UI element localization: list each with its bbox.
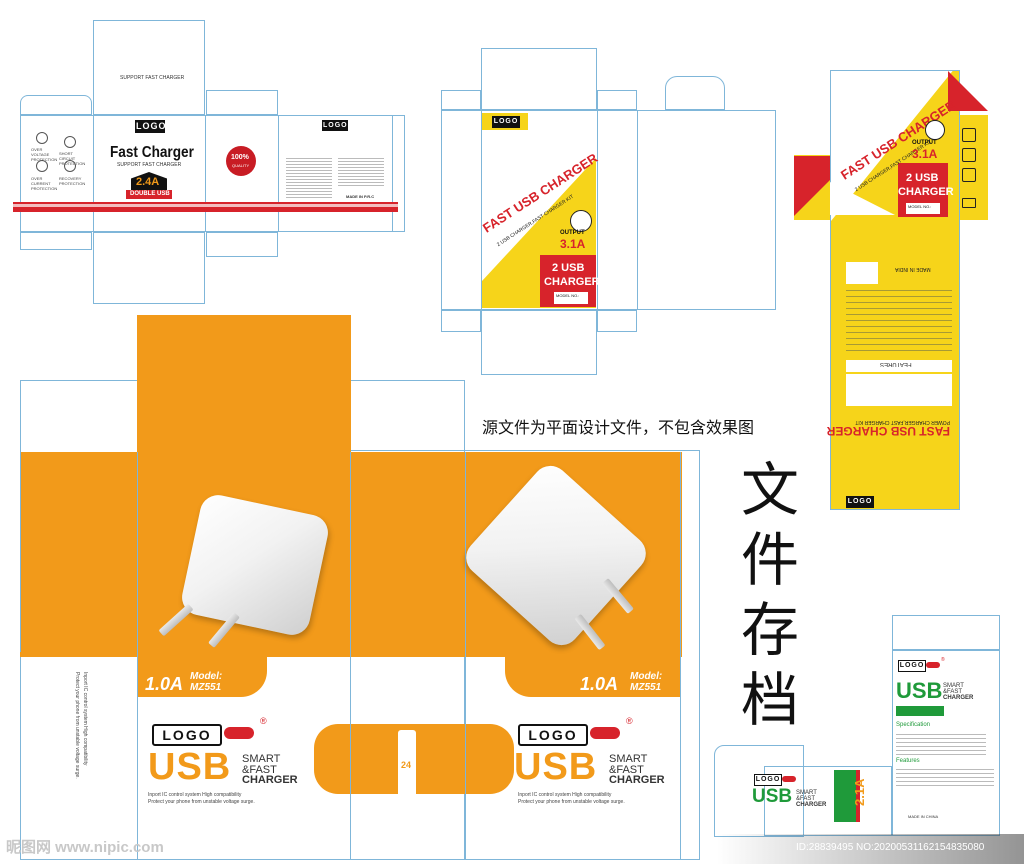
red-stripe — [13, 202, 398, 212]
box4-badge: 24 — [401, 760, 412, 770]
box1-badge: 100% — [231, 154, 249, 161]
box3-bottom-title: FAST USB CHARGER — [826, 424, 950, 438]
box4-model-label-2: Model: — [630, 671, 663, 682]
recovery-icon — [64, 160, 76, 172]
box1-feature-1: OVER VOLTAGE PROTECTION — [31, 147, 58, 162]
caption-text: 源文件为平面设计文件，不包含效果图 — [482, 418, 755, 437]
battery-icon — [962, 198, 976, 208]
box4-model-no-2: MZ551 — [630, 682, 662, 693]
box1-ribbon: DOUBLE USB — [130, 191, 170, 197]
box1-logo: LOGO — [135, 120, 167, 133]
box4-model-no: MZ551 — [190, 682, 222, 693]
box1-title: Fast Charger — [110, 144, 194, 161]
box5-specification: Specification — [896, 722, 931, 728]
box4-charger-2: CHARGER — [609, 774, 665, 786]
box1-feature-4: RECOVERY PROTECTION — [59, 176, 86, 186]
box4-top-flap — [137, 315, 351, 455]
box2-usb-line1: 2 USB — [552, 262, 585, 274]
box4-desc2-2: Protect your phone from unstable voltage… — [518, 799, 625, 805]
box1-body-text-b — [338, 156, 384, 186]
box3-output-label: OUTPUT — [912, 140, 937, 146]
box4-side-desc2: Protect your phone from unstable voltage… — [74, 672, 80, 779]
box2-logo: LOGO — [492, 116, 520, 128]
spec-icon-3 — [962, 168, 976, 182]
box3-model-label: MODEL NO.: — [908, 204, 932, 209]
battery-pill-icon-2 — [590, 727, 620, 739]
box5-front-smart: SMART — [796, 790, 817, 796]
box4-smart-2: SMART — [609, 753, 648, 765]
box1-support-text: SUPPORT FAST CHARGER — [120, 75, 185, 81]
box3-logo: LOGO — [846, 496, 874, 508]
box5-front-charger: CHARGER — [796, 802, 827, 808]
side-icons-strip — [398, 730, 416, 800]
box5-charger: CHARGER — [943, 695, 974, 701]
charger-plug-image-1 — [178, 491, 332, 639]
box4-amp: 1.0A — [145, 674, 184, 694]
box5-features: Features — [896, 758, 920, 764]
box4-desc1-2: Inport IC control system High compatibil… — [518, 792, 612, 798]
box2-output-label: OUTPUT — [560, 230, 585, 236]
box3-output-value: 3.1A — [912, 147, 938, 161]
box5-usb: USB — [896, 678, 943, 703]
box3-bottom-sub: POWER CHARGER,FAST CHARGER KIT — [855, 419, 950, 425]
box4-desc2: Protect your phone from unstable voltage… — [148, 799, 255, 805]
box1-amp: 2.4A — [136, 176, 160, 188]
box5-smart: SMART — [943, 683, 964, 689]
box3-usb-line2: CHARGER — [898, 186, 954, 198]
voltage-icon — [36, 160, 48, 172]
box5-logo: LOGO — [898, 660, 926, 672]
box5-reg: ® — [941, 657, 945, 663]
box3-bolt-icon — [925, 120, 945, 140]
bolt-icon — [570, 210, 592, 232]
box3-usb-line1: 2 USB — [906, 172, 939, 184]
box1-body-text-a — [286, 156, 332, 200]
box4-usb-2: USB — [514, 746, 598, 788]
vertical-title: 文件存档 — [740, 456, 799, 734]
shield-icon — [36, 132, 48, 144]
box4-desc1: Inport IC control system High compatibil… — [148, 792, 242, 798]
box4-usb: USB — [148, 746, 232, 788]
box4-fast: &FAST — [242, 764, 277, 776]
box3-rotated-text — [846, 285, 952, 353]
box4-side-desc1: Inport IC control system High compatibil… — [82, 672, 88, 766]
current-icon — [64, 136, 76, 148]
box4-model-label: Model: — [190, 671, 223, 682]
box5-front-usb: USB — [752, 786, 793, 807]
box1-made-in: MADE IN P.R.C — [346, 194, 375, 199]
box1-side-logo: LOGO — [322, 120, 348, 131]
box4-logo-2: LOGO — [518, 724, 588, 746]
box5-front-fast: &FAST — [796, 796, 816, 802]
box5-icon-strip — [896, 706, 944, 716]
box1-subtitle: SUPPORT FAST CHARGER — [117, 162, 182, 168]
box4-logo: LOGO — [152, 724, 222, 746]
box5-fast: &FAST — [943, 689, 963, 695]
box5-front-logo: LOGO — [754, 774, 782, 786]
box2-model-label: MODEL NO.: — [556, 293, 580, 298]
box4-fast-2: &FAST — [609, 764, 644, 776]
box2-usb-line2: CHARGER — [544, 276, 600, 288]
box1-badge-sub: QUALITY — [232, 163, 250, 168]
watermark-id: ID:28839495 NO:20200531162154835080 — [796, 842, 985, 853]
battery-pill-icon — [224, 727, 254, 739]
quality-seal-icon — [226, 146, 256, 176]
box2-output-value: 3.1A — [560, 237, 586, 251]
box3-features: FEATURES — [880, 361, 912, 367]
box4-charger: CHARGER — [242, 774, 298, 786]
spec-icon-2 — [962, 148, 976, 162]
box4-amp-2: 1.0A — [580, 674, 619, 694]
box4-smart: SMART — [242, 753, 281, 765]
box4-reg: ® — [260, 716, 267, 726]
box1-feature-2: SHORT CIRCUIT PROTECTION — [59, 151, 86, 166]
spec-icon-1 — [962, 128, 976, 142]
box1-feature-3: OVER CURRENT PROTECTION — [31, 176, 58, 191]
box5-amp: 2.1A — [852, 778, 867, 806]
box3-made-in: MADE IN INDIA — [895, 266, 931, 272]
watermark-site: 昵图网 www.nipic.com — [6, 839, 164, 856]
box4-reg-2: ® — [626, 716, 633, 726]
box5-made-in: MADE IN CHINA — [908, 814, 939, 819]
